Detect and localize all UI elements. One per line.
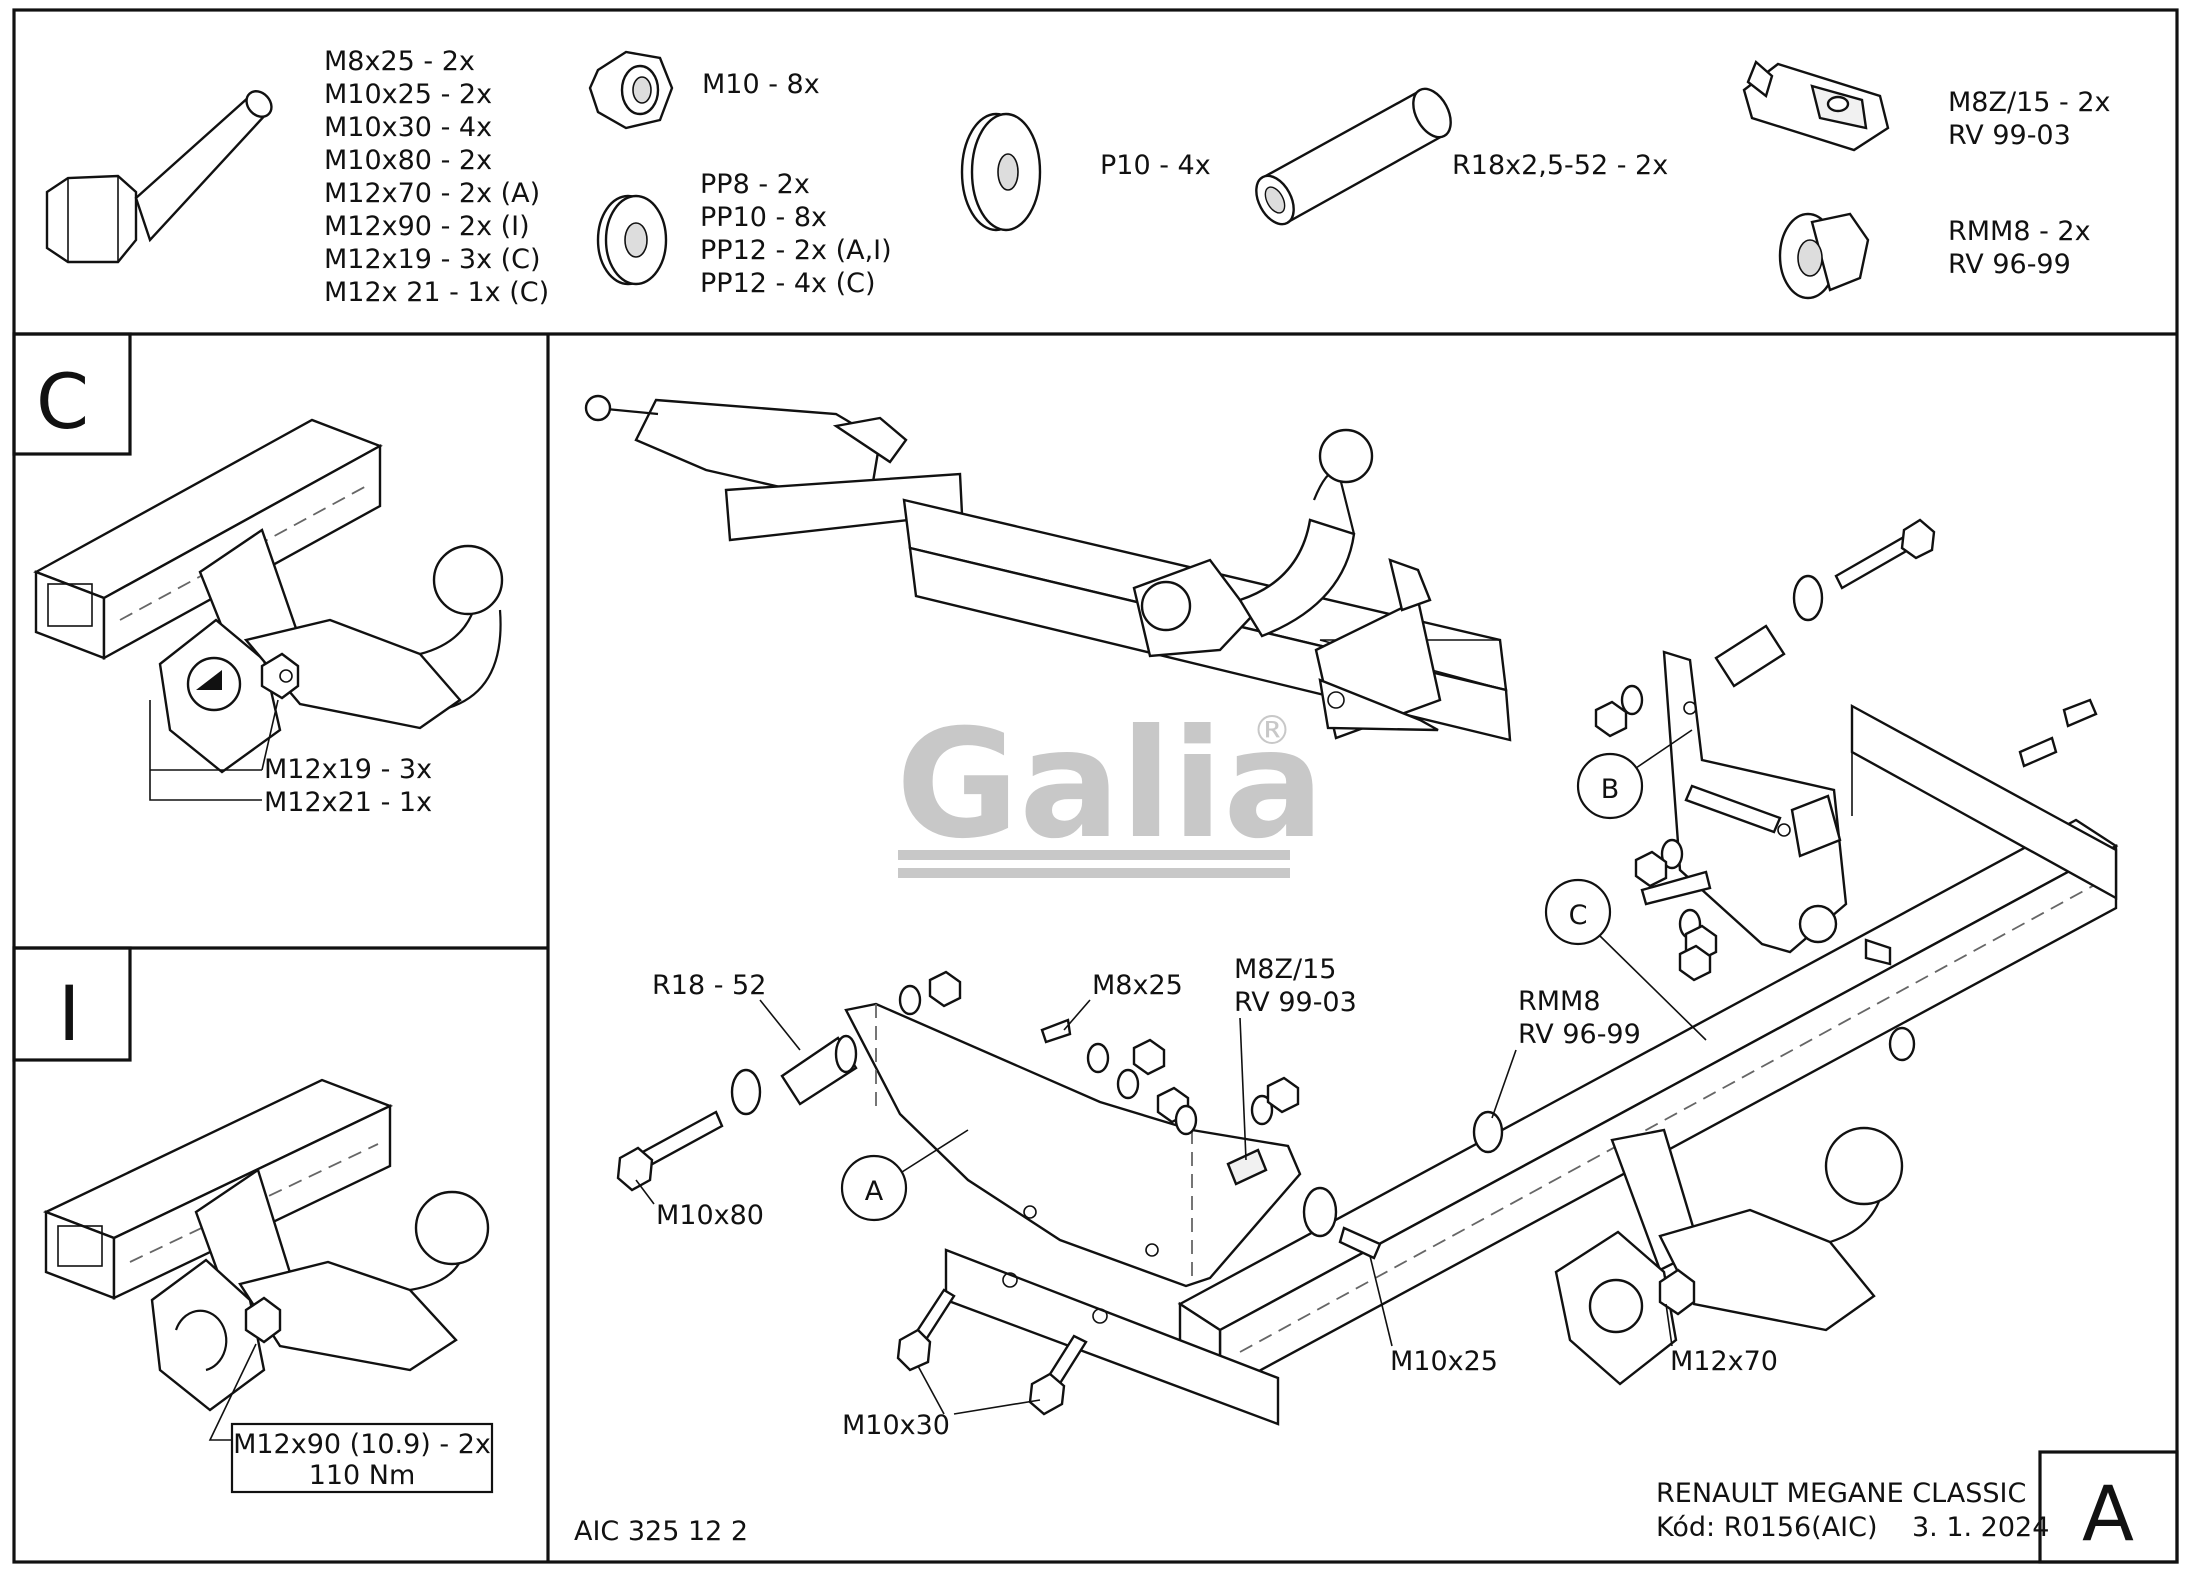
torque-box-line: M12x90 (10.9) - 2x <box>233 1429 491 1460</box>
bolt-item: M10x25 - 2x <box>324 79 492 110</box>
label-m10x80: M10x80 <box>656 1200 764 1231</box>
clip-nut-label: M8Z/15 - 2x <box>1948 87 2111 118</box>
panel-c-detail: C M12x19 - 3x M12x21 <box>33 357 504 818</box>
label-rmm8-leader <box>1491 1049 1517 1119</box>
parts-list: M8x25 - 2x M10x25 - 2x M10x30 - 4x M10x8… <box>45 46 2111 308</box>
torque-box-line: 110 Nm <box>309 1460 416 1491</box>
panel-i-illustration <box>42 1078 490 1412</box>
washer-item: PP12 - 2x (A,I) <box>700 235 892 266</box>
bolt-item: M12x 21 - 1x (C) <box>324 277 549 308</box>
label-m10x30-leader <box>953 1399 1041 1415</box>
callout-a-circle <box>840 1154 908 1222</box>
label-m10x30: M10x30 <box>842 1410 950 1441</box>
callout-c: C <box>1569 900 1588 931</box>
hex-nut-icon <box>588 50 674 130</box>
bolt-item: M12x19 - 3x (C) <box>324 244 541 275</box>
clip-nut-label: RV 99-03 <box>1948 120 2071 151</box>
callout-c-leader <box>1599 935 1707 1041</box>
bolt-item: M12x90 - 2x (I) <box>324 211 530 242</box>
bolt-item: M10x80 - 2x <box>324 145 492 176</box>
large-washer-icon <box>960 112 1042 232</box>
label-m10x25: M10x25 <box>1390 1346 1498 1377</box>
towball-assembly <box>1554 1126 1904 1386</box>
spacer-tube-icon <box>1255 87 1452 226</box>
callout-b-leader <box>1635 729 1693 769</box>
bolt-icon <box>45 90 273 264</box>
panel-c-illustration <box>33 418 504 774</box>
label-m8x25: M8x25 <box>1092 970 1183 1001</box>
side-plate-b <box>1662 650 2118 954</box>
washer-item: PP8 - 2x <box>700 169 810 200</box>
label-m10x25-leader <box>1369 1255 1393 1347</box>
vehicle-title: RENAULT MEGANE CLASSIC <box>1656 1478 2026 1509</box>
drawing-code: AIC 325 12 2 <box>574 1516 748 1547</box>
callout-b: B <box>1601 774 1620 805</box>
spacer-tube-label: R18x2,5-52 - 2x <box>1452 150 1668 181</box>
washer-list: PP8 - 2x PP10 - 8x PP12 - 2x (A,I) PP12 … <box>700 169 892 299</box>
panel-c-leader <box>261 699 279 771</box>
callout-a: A <box>865 1176 884 1207</box>
assembled-towbar-preview <box>584 394 1512 742</box>
panel-c-label: M12x19 - 3x <box>264 754 432 785</box>
logo-registered: ® <box>1252 708 1292 754</box>
bolt-item: M8x25 - 2x <box>324 46 475 77</box>
nut-label: M10 - 8x <box>702 69 820 100</box>
clip-nut-icon <box>1742 59 1890 152</box>
fasteners <box>616 518 2098 1416</box>
washer-icon <box>596 194 668 286</box>
label-m8x25-leader <box>1063 999 1091 1031</box>
panel-c-leader <box>149 700 262 801</box>
panel-i-leader <box>208 1343 257 1441</box>
rivet-nut-label: RMM8 - 2x <box>1948 216 2091 247</box>
kod-number: Kód: R0156(AIC) <box>1656 1512 1878 1543</box>
galia-logo: Galia ® <box>896 698 1324 878</box>
drawing-frames <box>12 8 2179 1564</box>
label-m10x80-leader <box>635 1179 655 1205</box>
label-m8z: RV 99-03 <box>1234 987 1357 1018</box>
rivet-nut-icon <box>1778 212 1870 300</box>
bolt-list: M8x25 - 2x M10x25 - 2x M10x30 - 4x M10x8… <box>324 46 549 308</box>
washer-item: PP10 - 8x <box>700 202 827 233</box>
label-m10x30-leader <box>917 1365 945 1415</box>
panel-c-label: M12x21 - 1x <box>264 787 432 818</box>
drawing-date: 3. 1. 2024 <box>1912 1512 2049 1543</box>
rivet-nut-label: RV 96-99 <box>1948 249 2071 280</box>
washer-item: PP12 - 4x (C) <box>700 268 876 299</box>
main-exploded-view: Galia ® <box>584 394 2119 1441</box>
panel-i-letter: I <box>58 969 80 1058</box>
label-rmm8: RV 96-99 <box>1518 1019 1641 1050</box>
label-m8z-leader <box>1239 1017 1247 1161</box>
callout-b-circle <box>1576 752 1644 820</box>
callout-c-circle <box>1544 878 1612 946</box>
label-rmm8: RMM8 <box>1518 986 1601 1017</box>
label-m12x70-leader <box>1665 1303 1673 1347</box>
bolt-item: M10x30 - 4x <box>324 112 492 143</box>
torque-box <box>230 1422 494 1494</box>
large-washer-label: P10 - 4x <box>1100 150 1211 181</box>
callout-a-leader <box>901 1129 969 1173</box>
side-bracket-a <box>844 1002 1302 1426</box>
logo-text: Galia <box>896 698 1324 872</box>
label-m12x70: M12x70 <box>1670 1346 1778 1377</box>
bolt-item: M12x70 - 2x (A) <box>324 178 540 209</box>
panel-i-detail: I M12x90 (10.9) - 2x 110 Nm <box>42 969 494 1494</box>
title-block: AIC 325 12 2 RENAULT MEGANE CLASSIC Kód:… <box>574 1469 2134 1558</box>
label-m8z: M8Z/15 <box>1234 954 1336 985</box>
label-r18-leader <box>759 999 801 1051</box>
label-r18: R18 - 52 <box>652 970 766 1001</box>
variant-letter: A <box>2082 1469 2134 1558</box>
panel-c-letter: C <box>36 357 89 446</box>
